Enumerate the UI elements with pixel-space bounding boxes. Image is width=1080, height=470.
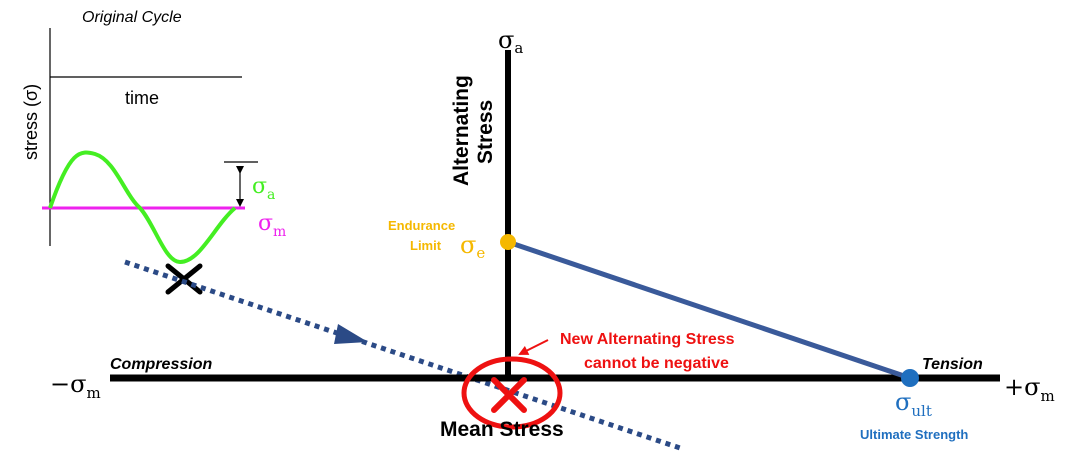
mean-symbol: σm bbox=[258, 211, 286, 240]
endurance-point bbox=[500, 234, 516, 250]
ultimate-point bbox=[901, 369, 919, 387]
inset-x-axis-label: time bbox=[125, 88, 159, 108]
projected-load-line bbox=[124, 259, 681, 451]
note-arrow bbox=[518, 339, 549, 355]
inset-original-cycle: Original Cycle time stress (σ) σa σm bbox=[21, 9, 286, 295]
ultimate-symbol: σult bbox=[895, 388, 932, 420]
x-axis-positive-label: +σm bbox=[1004, 373, 1055, 405]
endurance-label-line1: Endurance bbox=[388, 218, 455, 233]
note-line1: New Alternating Stress bbox=[560, 331, 735, 348]
inset-sine-wave bbox=[48, 150, 237, 265]
ultimate-strength-label: Ultimate Strength bbox=[860, 427, 968, 442]
endurance-symbol: σe bbox=[460, 231, 485, 262]
amplitude-symbol: σa bbox=[252, 174, 275, 203]
goodman-line bbox=[507, 239, 911, 381]
inset-title: Original Cycle bbox=[82, 9, 182, 26]
projected-load-arrowhead bbox=[334, 324, 368, 344]
x-axis-negative-label: −σm bbox=[50, 370, 101, 402]
y-axis-symbol: σa bbox=[498, 26, 523, 57]
compression-label: Compression bbox=[110, 356, 212, 373]
note-line2: cannot be negative bbox=[584, 355, 729, 372]
tension-label: Tension bbox=[922, 356, 983, 373]
x-axis-title: Mean Stress bbox=[440, 418, 564, 441]
endurance-label-line2: Limit bbox=[410, 238, 442, 253]
invalid-point-cross bbox=[491, 377, 527, 413]
y-axis-title: AlternatingStress bbox=[450, 75, 497, 186]
invalid-region-circle bbox=[461, 356, 563, 430]
inset-y-axis-label: stress (σ) bbox=[21, 84, 41, 160]
